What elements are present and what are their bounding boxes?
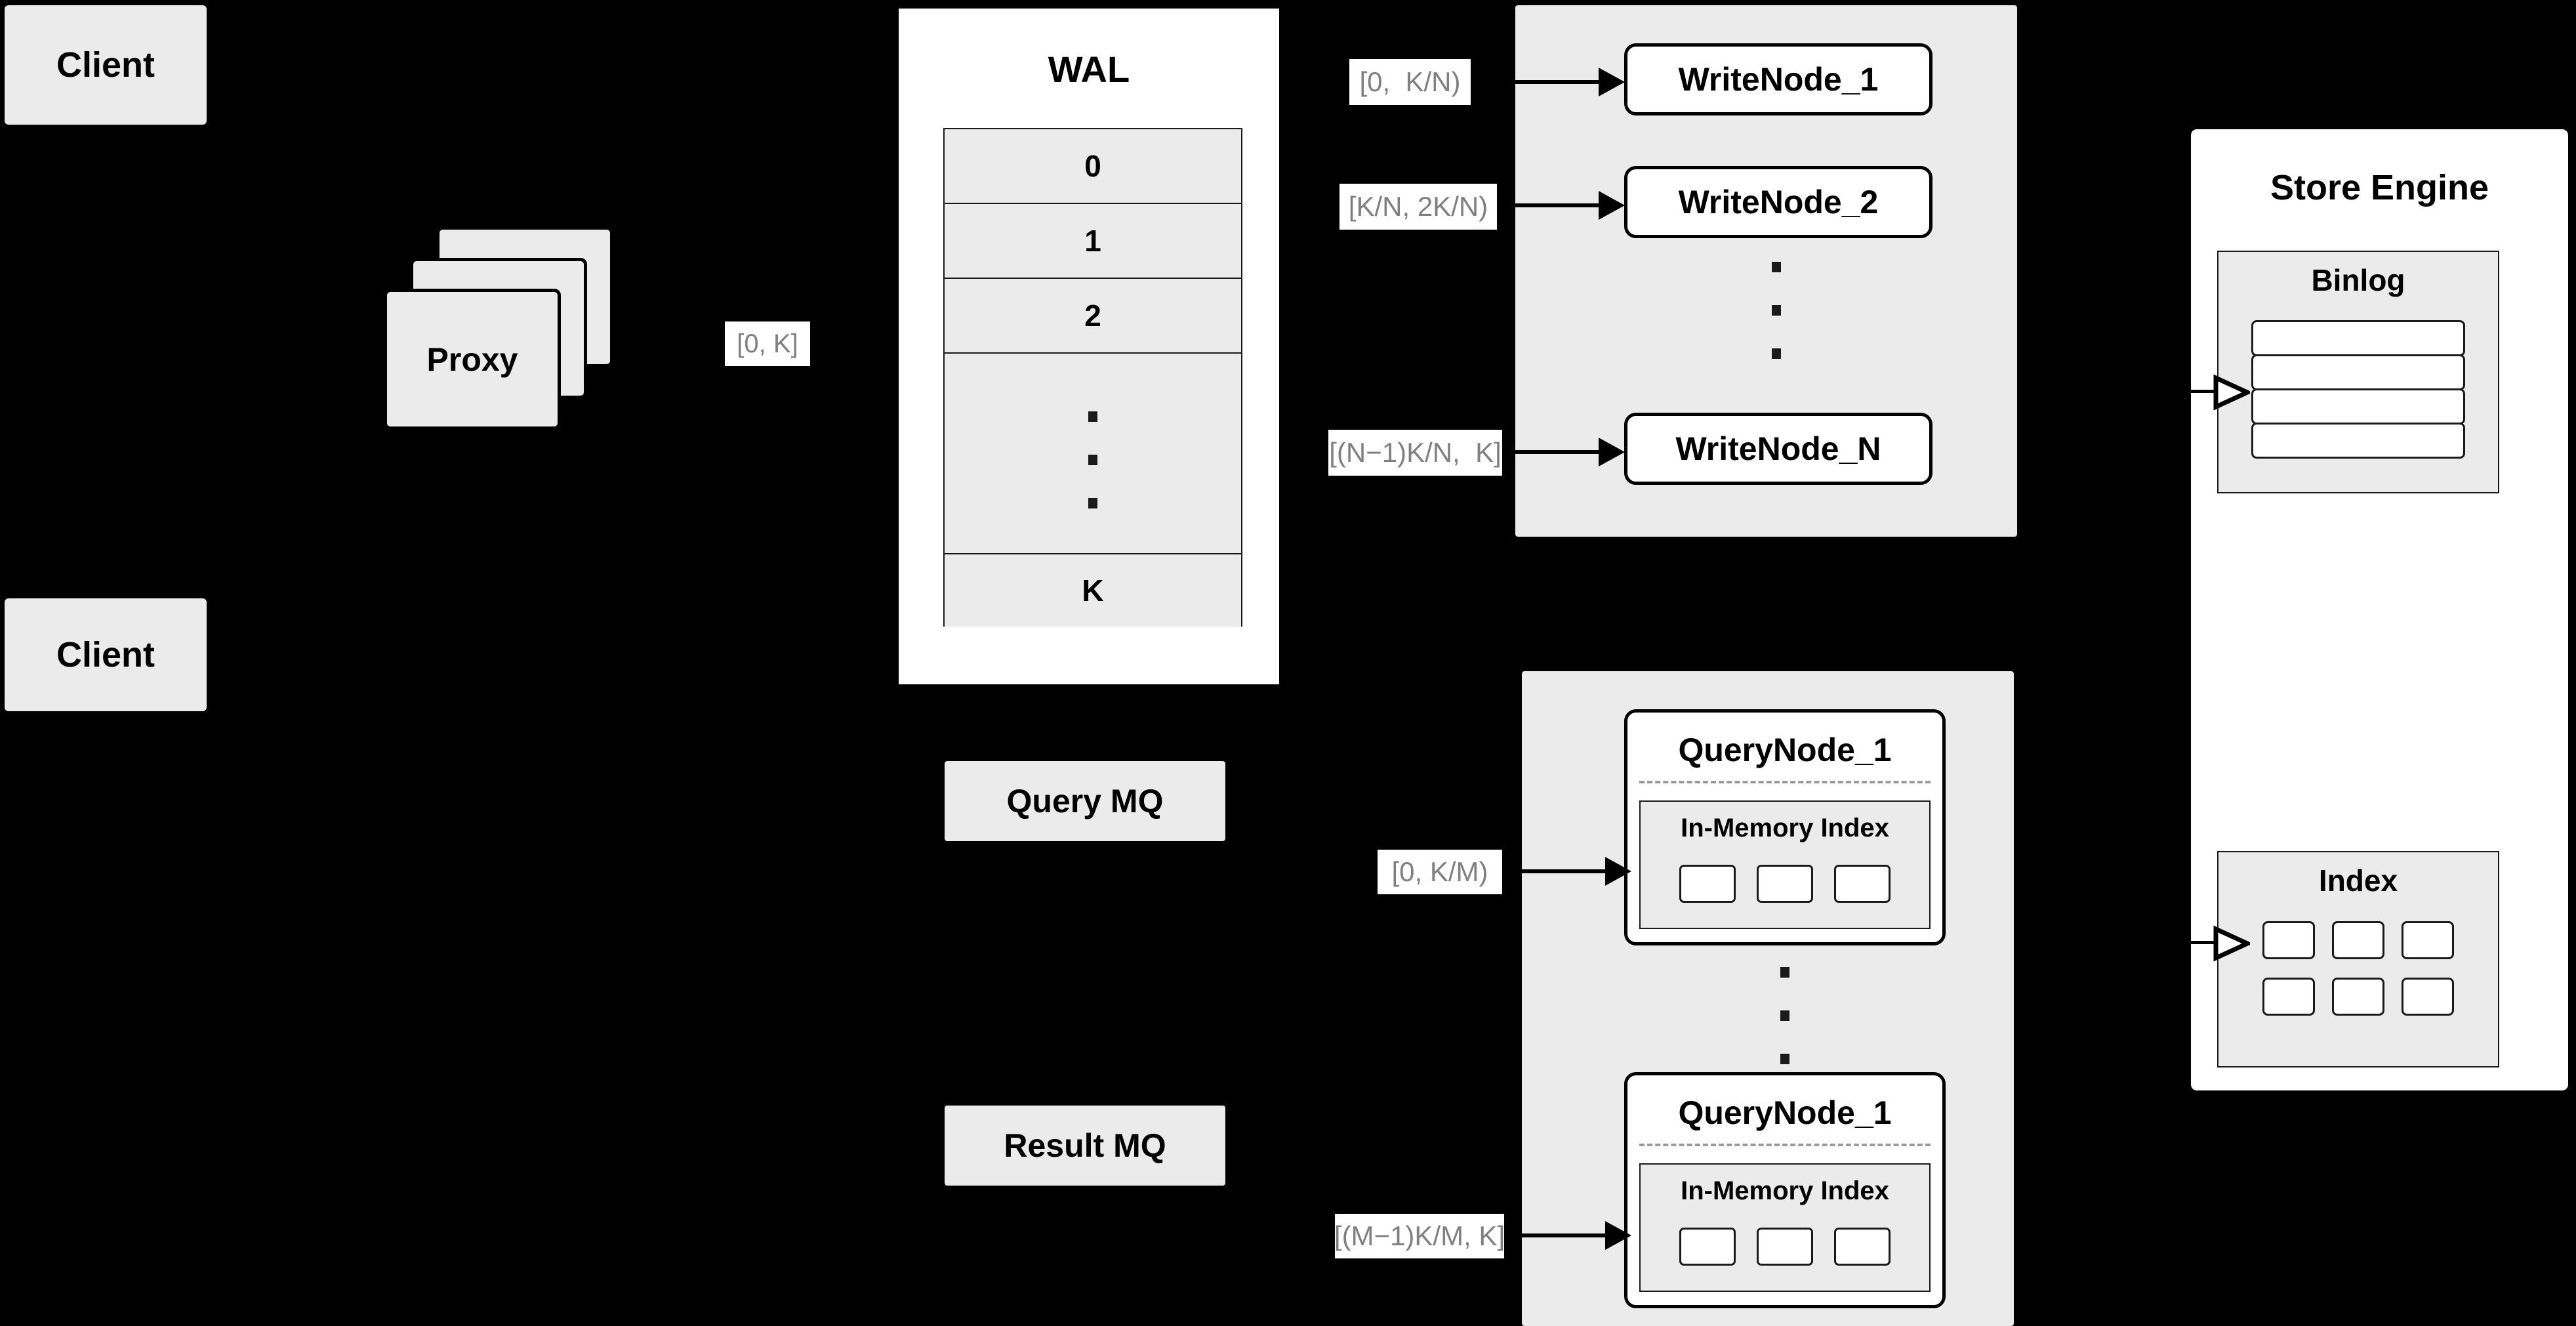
arrow-head-query-1 [1605,857,1631,886]
arrow-head-index-icon [2213,925,2250,962]
query-node-m-index-slots [1641,1228,1929,1266]
arrow-line-write-n [1515,450,1601,454]
client-label-1: Client [56,45,155,85]
arrow-head-binlog-icon [2213,374,2250,411]
arrow-line-to-index [2186,941,2217,944]
query-mq-label: Query MQ [1006,783,1164,819]
index-slot [1679,1228,1736,1266]
write-node-1[interactable]: WriteNode_1 [1624,43,1932,115]
index-slot [1679,865,1736,903]
result-mq-label: Result MQ [1004,1127,1166,1164]
binlog-title: Binlog [2311,263,2405,297]
binlog-slot [2251,354,2465,390]
edge-label-write-node-1: [0, K/N) [1349,59,1471,105]
index-slot [2262,921,2315,959]
wal-ellipsis-dots [1088,411,1097,508]
arrow-line-write-1 [1515,80,1601,84]
store-engine-container: Store Engine Binlog Index [2188,126,2571,1094]
query-node-m-index-title: In-Memory Index [1681,1176,1889,1205]
index-slot [2332,978,2384,1016]
binlog-panel: Binlog [2217,251,2499,493]
write-node-n[interactable]: WriteNode_N [1624,413,1932,485]
wal-row-ellipsis [945,354,1241,554]
query-node-m-inmemory-index: In-Memory Index [1639,1163,1931,1292]
query-node-1[interactable]: QueryNode_1 In-Memory Index [1624,709,1946,945]
store-engine-title: Store Engine [2270,168,2489,207]
edge-label-write-node-n: [(N−1)K/N, K] [1328,430,1502,476]
binlog-slot [2251,388,2465,425]
index-slot [2402,921,2454,959]
index-slot [1757,1228,1813,1266]
index-slot-grid [2218,921,2498,1016]
binlog-slot [2251,320,2465,356]
client-label-2: Client [56,635,155,674]
query-node-m[interactable]: QueryNode_1 In-Memory Index [1624,1072,1946,1308]
proxy-stack-layer-front: Proxy [384,289,561,430]
client-box-2[interactable]: Client [5,598,207,711]
index-slot [1834,865,1891,903]
query-node-1-index-slots [1641,865,1929,903]
index-slot [1834,1228,1891,1266]
wal-row-1: 1 [945,204,1241,279]
wal-row-k: K [945,554,1241,627]
arrow-line-query-m [1522,1233,1607,1237]
query-node-m-separator [1639,1144,1931,1146]
index-slot [2262,978,2315,1016]
binlog-slot [2251,423,2465,459]
arrow-line-query-1 [1522,869,1607,873]
binlog-slots [2251,320,2465,459]
query-node-1-index-title: In-Memory Index [1681,814,1889,842]
proxy-label: Proxy [426,341,518,378]
wal-row-0: 0 [945,129,1241,204]
proxy-stack[interactable]: Proxy [380,217,669,433]
edge-label-write-node-2: [K/N, 2K/N) [1339,184,1497,230]
edge-label-query-node-m: [(M−1)K/M, K] [1334,1214,1505,1258]
wal-table: 0 1 2 K [943,128,1242,627]
index-title: Index [2318,863,2398,898]
write-node-group: WriteNode_1 WriteNode_2 WriteNode_N [1515,5,2017,537]
index-panel: Index [2217,851,2499,1067]
arrow-head-write-2 [1599,191,1625,220]
edge-label-proxy-to-wal: [0, K] [725,321,810,366]
index-slot [2332,921,2384,959]
query-node-ellipsis-dots [1780,967,1789,1064]
wal-row-2: 2 [945,279,1241,354]
query-node-m-title: QueryNode_1 [1678,1094,1892,1131]
wal-title: WAL [1048,49,1130,90]
arrow-line-to-binlog [2186,390,2217,393]
client-box-1[interactable]: Client [5,5,207,125]
write-node-ellipsis-dots [1772,262,1781,359]
write-node-2[interactable]: WriteNode_2 [1624,166,1932,238]
query-node-1-title: QueryNode_1 [1678,732,1892,768]
arrow-head-write-1 [1599,68,1625,96]
arrow-line-write-2 [1515,203,1601,207]
query-mq-box[interactable]: Query MQ [945,761,1225,841]
query-node-group: QueryNode_1 In-Memory Index [1522,671,2014,1326]
wal-container: WAL 0 1 2 K [895,5,1282,688]
arrow-head-query-m [1605,1221,1631,1250]
arrow-head-write-n [1599,438,1625,466]
edge-label-query-node-1: [0, K/M) [1378,850,1502,894]
index-slot [2402,978,2454,1016]
index-slot [1757,865,1813,903]
query-node-1-separator [1639,781,1931,783]
query-node-1-inmemory-index: In-Memory Index [1639,800,1931,929]
result-mq-box[interactable]: Result MQ [945,1106,1225,1186]
